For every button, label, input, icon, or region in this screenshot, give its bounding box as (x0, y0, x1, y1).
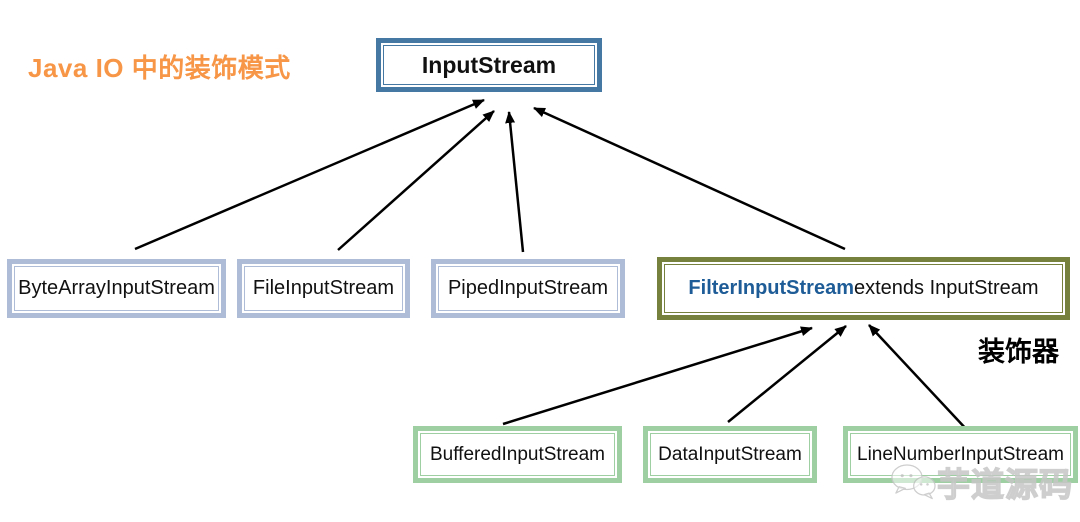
decorator-label: 装饰器 (978, 337, 1059, 367)
node-datainputstream-label: DataInputStream (650, 433, 810, 476)
node-inputstream: InputStream (376, 38, 602, 92)
node-inputstream-label: InputStream (383, 45, 595, 85)
edge-file-to-inputstream (337, 110, 495, 251)
edge-bytearray-to-inputstream (134, 98, 485, 251)
node-bytearrayinputstream-label: ByteArrayInputStream (14, 266, 219, 311)
watermark: 芋道源码 (888, 452, 1073, 512)
node-filterinputstream: FilterInputStream extends InputStream (657, 257, 1070, 320)
node-pipedinputstream: PipedInputStream (431, 259, 625, 318)
edge-filter-to-inputstream (533, 106, 846, 251)
node-linenumberinputstream: LineNumberInputStream (843, 426, 1078, 483)
node-bufferedinputstream-label: BufferedInputStream (420, 433, 615, 476)
node-bufferedinputstream: BufferedInputStream (413, 426, 622, 483)
node-fileinputstream-label: FileInputStream (244, 266, 403, 311)
wechat-icon (891, 464, 936, 500)
edge-piped-to-inputstream (505, 111, 525, 253)
edge-linenumber-to-filter (868, 324, 969, 432)
node-bytearrayinputstream: ByteArrayInputStream (7, 259, 226, 318)
edge-buffered-to-filter (502, 326, 813, 426)
node-linenumberinputstream-label: LineNumberInputStream (850, 433, 1071, 476)
watermark-text: 芋道源码 (936, 465, 1073, 503)
node-fileinputstream: FileInputStream (237, 259, 410, 318)
filterinputstream-classname: FilterInputStream (688, 277, 854, 299)
node-filterinputstream-label: FilterInputStream extends InputStream (664, 264, 1063, 313)
filterinputstream-extends-text: extends InputStream (854, 277, 1039, 299)
edge-data-to-filter (727, 325, 847, 423)
node-pipedinputstream-label: PipedInputStream (438, 266, 618, 311)
node-datainputstream: DataInputStream (643, 426, 817, 483)
page-title: Java IO 中的装饰模式 (28, 53, 291, 83)
